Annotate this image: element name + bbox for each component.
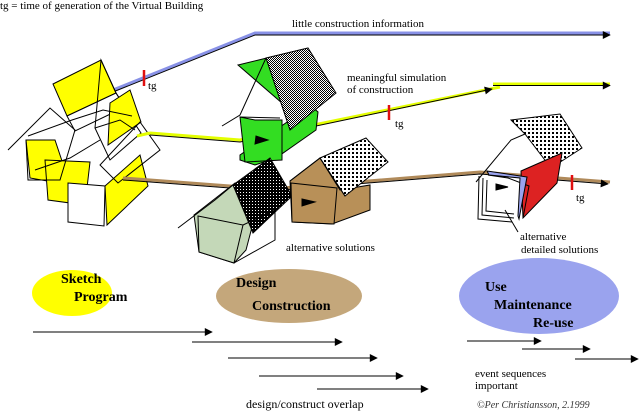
phase-use-line2: Maintenance: [494, 298, 572, 313]
label-simulation-2: of construction: [347, 84, 414, 96]
label-detailed-1: alternative: [520, 231, 567, 243]
tg-label: tg: [576, 192, 585, 204]
phase-use-line1: Use: [485, 280, 507, 295]
label-events-1: event sequences: [475, 368, 547, 380]
brown-house: [289, 137, 389, 225]
tg-label: tg: [148, 80, 157, 92]
timeline-simulation: [149, 81, 611, 143]
label-simulation-1: meaningful simulation: [347, 72, 447, 84]
label-overlap: design/construct overlap: [246, 397, 364, 411]
phase-ellipse-use: [459, 258, 619, 334]
phase-design-line2: Construction: [252, 299, 331, 314]
label-alternative-solutions: alternative solutions: [286, 242, 375, 254]
detailed-house: [475, 113, 583, 233]
legend-text: tg = time of generation of the Virtual B…: [0, 0, 204, 12]
credit: ©Per Christiansson, 2.1999: [477, 400, 590, 411]
pale-green-house: [177, 157, 293, 264]
phase-sketch-line2: Program: [74, 290, 128, 305]
label-little-info: little construction information: [292, 18, 424, 30]
phase-ellipse-sketch: [32, 270, 112, 316]
green-house: [221, 47, 337, 166]
phase-sketch-line1: Sketch: [61, 272, 102, 287]
tg-label: tg: [395, 118, 404, 130]
label-detailed-2: detailed solutions: [521, 244, 599, 256]
sequence-arrows: [33, 328, 639, 393]
timeline-little-info: [107, 31, 611, 95]
phase-use-line3: Re-use: [533, 316, 574, 331]
label-events-2: important: [475, 380, 518, 392]
phase-design-line1: Design: [236, 276, 277, 291]
phase-ellipse-design: [216, 269, 362, 323]
sketch-houses: [7, 58, 161, 227]
